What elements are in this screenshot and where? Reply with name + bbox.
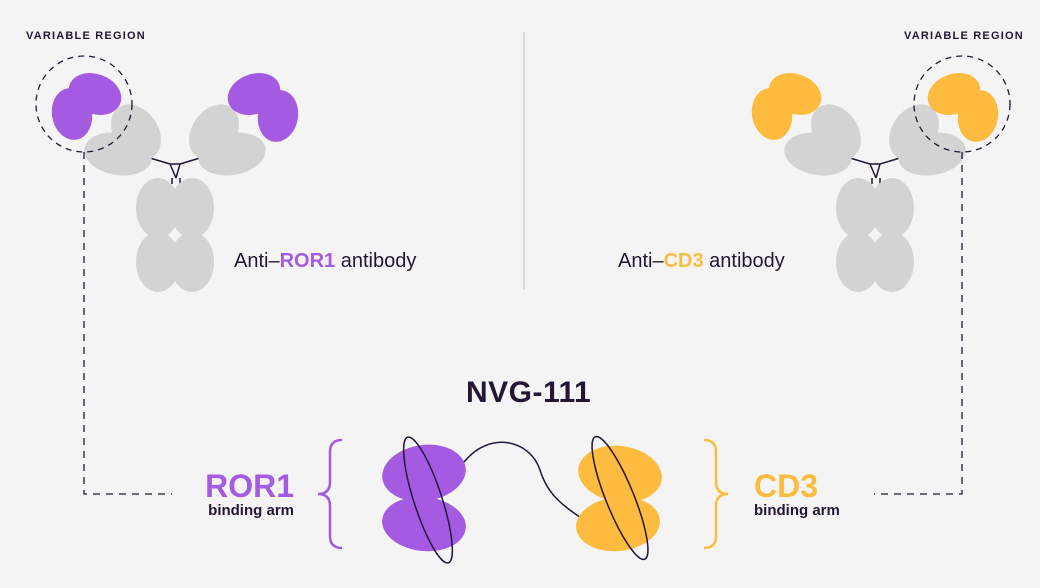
nvg-111-molecule [382, 435, 662, 564]
variable-region-label-left: VARIABLE REGION [26, 30, 146, 42]
anti-cd3-target: CD3 [663, 250, 704, 272]
anti-ror1-antibody [35, 55, 299, 292]
cd3-arm-name: CD3 [754, 468, 819, 504]
connector-left [83, 152, 172, 495]
ror1-arm-sub: binding arm [208, 502, 294, 519]
anti-ror1-target: ROR1 [279, 250, 336, 272]
left-brace [317, 438, 343, 550]
cd3-arm-sub: binding arm [754, 502, 840, 519]
variable-region-circle-right [913, 55, 1011, 153]
variable-region-label-right: VARIABLE REGION [904, 30, 1024, 42]
anti-cd3-label: Anti–CD3 antibody [618, 250, 785, 273]
right-brace [703, 438, 729, 550]
molecule-title: NVG-111 [466, 376, 592, 409]
connector-right [874, 152, 963, 495]
anti-ror1-label: Anti–ROR1 antibody [234, 250, 416, 273]
cd3-binding-arm-label: CD3 binding arm [754, 470, 874, 519]
ror1-binding-arm-label: ROR1 binding arm [196, 470, 294, 519]
anti-cd3-suffix: antibody [703, 250, 785, 272]
ror1-arm-name: ROR1 [205, 468, 294, 504]
anti-cd3-antibody [751, 55, 1011, 292]
linker [463, 441, 585, 521]
anti-ror1-prefix: Anti– [234, 250, 280, 272]
anti-ror1-suffix: antibody [335, 250, 417, 272]
variable-region-circle-left [35, 55, 133, 153]
anti-cd3-prefix: Anti– [618, 250, 664, 272]
